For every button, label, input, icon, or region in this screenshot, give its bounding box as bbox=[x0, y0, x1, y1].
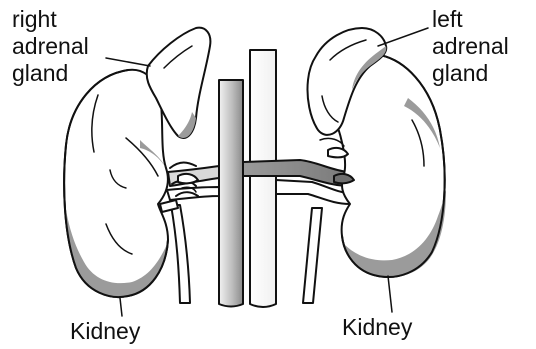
aorta bbox=[250, 50, 276, 307]
left-adrenal-label-line-3: gland bbox=[432, 60, 509, 87]
leader-kidney-right bbox=[120, 298, 122, 316]
right-adrenal-label-line-3: gland bbox=[12, 60, 89, 87]
left-adrenal-label-line-2: adrenal bbox=[432, 33, 509, 60]
inferior-vena-cava bbox=[219, 80, 243, 307]
left-kidney-label: Kidney bbox=[342, 314, 412, 341]
right-adrenal-gland-label: right adrenal gland bbox=[12, 6, 89, 87]
left-ureter bbox=[303, 208, 322, 303]
right-adrenal-label-line-1: right bbox=[12, 6, 89, 33]
leader-kidney-left bbox=[388, 276, 392, 312]
right-kidney bbox=[64, 70, 168, 298]
left-adrenal-gland-label: left adrenal gland bbox=[432, 6, 509, 87]
left-adrenal-label-line-1: left bbox=[432, 6, 509, 33]
leader-left-adrenal bbox=[378, 28, 428, 46]
right-adrenal-label-line-2: adrenal bbox=[12, 33, 89, 60]
right-kidney-label: Kidney bbox=[70, 318, 140, 345]
leader-right-adrenal bbox=[106, 58, 150, 66]
right-ureter bbox=[171, 205, 190, 303]
